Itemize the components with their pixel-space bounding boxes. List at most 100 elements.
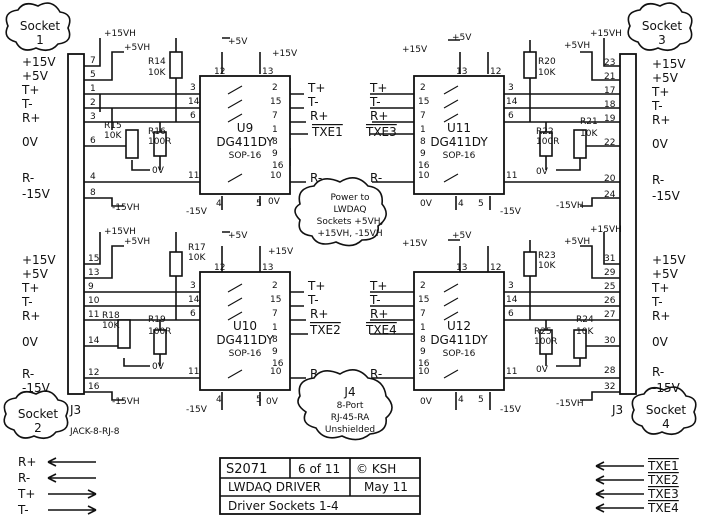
right-sig-15v-top: +15V bbox=[652, 57, 686, 71]
u10-pin-3: 3 bbox=[190, 281, 196, 291]
arrow-right-txe1 bbox=[595, 461, 644, 471]
rail-p5vh-2: +5VH bbox=[124, 237, 150, 247]
u9-pin-6: 6 bbox=[190, 111, 196, 121]
rail-p5vh-3: +5VH bbox=[564, 41, 590, 51]
net-u9-txe1: TXE1 bbox=[311, 125, 343, 139]
legend-left: R+ R- T+ T- bbox=[17, 455, 97, 517]
u9-pin-16: 16 bbox=[272, 161, 284, 171]
title-project: LWDAQ DRIVER bbox=[228, 480, 321, 494]
left-sig-rp-bot: R+ bbox=[22, 309, 40, 323]
r20-ref: R20 bbox=[538, 57, 556, 67]
rail-p5vh-4: +5VH bbox=[564, 237, 590, 247]
ic-u9-body bbox=[199, 75, 291, 195]
ic-u10-part: DG411DY bbox=[216, 333, 274, 347]
r19-ref: R19 bbox=[148, 315, 166, 325]
right-sig-m15v-top: -15V bbox=[652, 189, 681, 203]
connector-left-label: J3 bbox=[69, 403, 81, 417]
net-u12-tp: T+ bbox=[369, 279, 387, 293]
power-note-line-2: LWDAQ bbox=[334, 205, 367, 215]
u9-pin-2: 2 bbox=[272, 83, 278, 93]
pin-right-22: 22 bbox=[604, 138, 615, 148]
pin-right-17: 17 bbox=[604, 86, 615, 96]
u12-pin-6: 6 bbox=[508, 309, 514, 319]
u11-pin-16: 16 bbox=[418, 161, 430, 171]
left-sig-tp-top: T+ bbox=[21, 83, 39, 97]
right-signal-labels: +15V +5V T+ T- R+ 0V R- -15V +15V +5V T+… bbox=[651, 57, 686, 395]
resistor-r25 bbox=[539, 329, 553, 355]
left-sig-15v-top: +15V bbox=[22, 55, 56, 69]
u10-pin-13: 13 bbox=[262, 263, 273, 273]
right-sig-tm-top: T- bbox=[651, 99, 663, 113]
j4-note-cloud: J4 8-Port RJ-45-RA Unshielded bbox=[297, 369, 393, 441]
socket-4-cloud: Socket 4 bbox=[631, 386, 697, 436]
rail-0v-6: 0V bbox=[536, 167, 549, 177]
left-sig-rm-bot: R- bbox=[22, 367, 34, 381]
u11-pin-8: 8 bbox=[420, 137, 426, 147]
u12-pin-8: 8 bbox=[420, 335, 426, 345]
title-block-frame bbox=[219, 457, 421, 515]
resistor-r19 bbox=[153, 329, 167, 355]
right-sig-tm-bot: T- bbox=[651, 295, 663, 309]
left-sig-rm-top: R- bbox=[22, 171, 34, 185]
ic-u10-body bbox=[199, 271, 291, 391]
wires-u12 bbox=[370, 232, 620, 410]
r22-value: 100R bbox=[536, 137, 559, 147]
power-note-line-4: +15VH, -15VH bbox=[317, 229, 382, 239]
resistor-r22 bbox=[539, 131, 553, 157]
net-u9-tm: T- bbox=[307, 95, 319, 109]
u12-pin-3: 3 bbox=[508, 281, 514, 291]
rail-0v-2: 0V bbox=[152, 166, 165, 176]
power-note-cloud: Power to LWDAQ Sockets +5VH, +15VH, -15V… bbox=[294, 177, 387, 247]
pin-left-4: 4 bbox=[90, 172, 96, 182]
u9-pin-8: 8 bbox=[272, 137, 278, 147]
net-u9-rp: R+ bbox=[310, 109, 328, 123]
socket-3-cloud: Socket 3 bbox=[627, 2, 693, 52]
u10-pin-5: 5 bbox=[256, 395, 262, 405]
u11-pin-7: 7 bbox=[420, 111, 426, 121]
r21-ref: R21 bbox=[580, 117, 598, 127]
resistor-r17 bbox=[169, 251, 183, 277]
rail-m15v-1: -15V bbox=[186, 207, 208, 217]
u12-pin-12: 12 bbox=[490, 263, 501, 273]
right-sig-15v-bot: +15V bbox=[652, 253, 686, 267]
u12-pin-4: 4 bbox=[458, 395, 464, 405]
r24-value: 10K bbox=[576, 327, 594, 337]
rail-p15v-1: +15V bbox=[272, 49, 298, 59]
wires-u10 bbox=[84, 231, 308, 410]
pin-right-18: 18 bbox=[604, 100, 616, 110]
u11-pin-5: 5 bbox=[478, 199, 484, 209]
power-note-line-3: Sockets +5VH, bbox=[317, 217, 384, 227]
resistor-r14 bbox=[169, 51, 183, 79]
left-sig-0v-bot: 0V bbox=[22, 335, 39, 349]
j4-note-line-3: RJ-45-RA bbox=[331, 413, 370, 423]
legend-right: TXE1 TXE2 TXE3 TXE4 bbox=[595, 459, 679, 515]
u11-pin-14: 14 bbox=[506, 97, 518, 107]
u9-pin-11: 11 bbox=[188, 171, 199, 181]
right-sig-0v-top: 0V bbox=[652, 137, 669, 151]
wires-u11 bbox=[370, 38, 620, 210]
pin-right-25: 25 bbox=[604, 282, 615, 292]
r20-value: 10K bbox=[538, 68, 556, 78]
ic-u11-name: U11 bbox=[447, 121, 471, 135]
pin-right-29: 29 bbox=[604, 268, 616, 278]
u11-pin-6: 6 bbox=[508, 111, 514, 121]
r14-ref: R14 bbox=[148, 57, 166, 67]
resistor-r20 bbox=[523, 51, 537, 79]
u10-pin-1: 1 bbox=[272, 323, 278, 333]
pin-right-32: 32 bbox=[604, 382, 615, 392]
left-sig-tm-bot: T- bbox=[21, 295, 33, 309]
u12-pin-13: 13 bbox=[456, 263, 467, 273]
net-u12-txe4: TXE4 bbox=[365, 323, 397, 337]
r24-ref: R24 bbox=[576, 315, 594, 325]
net-u11-tm: T- bbox=[369, 95, 381, 109]
right-sig-tp-bot: T+ bbox=[651, 281, 669, 295]
u11-pin-15: 15 bbox=[418, 97, 429, 107]
r23-value: 10K bbox=[538, 261, 556, 271]
resistor-r23 bbox=[523, 251, 537, 277]
u9-pin-10: 10 bbox=[270, 171, 282, 181]
rail-m15v-2: -15V bbox=[186, 405, 208, 415]
rail-0v-3: 0V bbox=[266, 397, 279, 407]
pin-left-8: 8 bbox=[90, 188, 96, 198]
legend-right-txe2: TXE2 bbox=[647, 473, 679, 487]
